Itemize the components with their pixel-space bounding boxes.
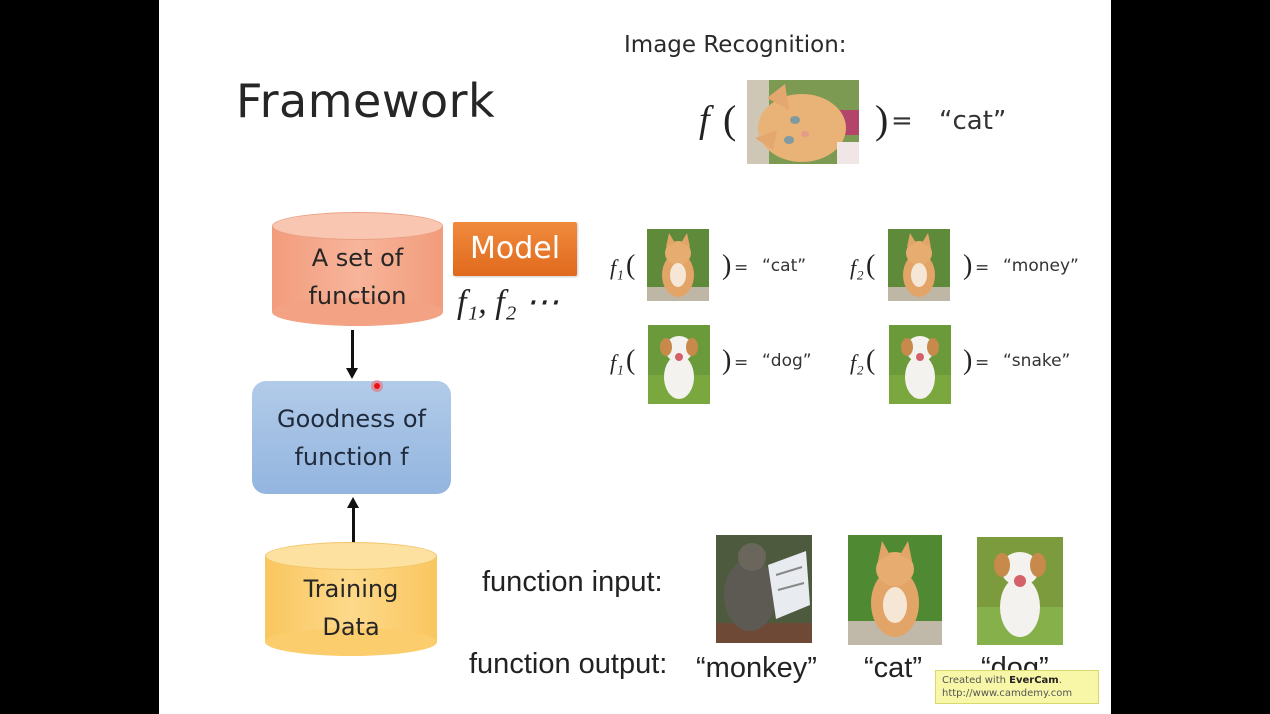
slide-title: Framework	[236, 74, 496, 128]
cursor-pointer-icon	[371, 380, 383, 392]
open-paren: (	[723, 97, 737, 142]
function-input-label: function input:	[482, 566, 663, 598]
puppy-image	[977, 537, 1063, 645]
example-output: “snake”	[1003, 351, 1071, 371]
set-of-function-cylinder: A set of function	[272, 212, 443, 326]
arrow-up-head	[347, 497, 359, 508]
puppy-image	[648, 325, 710, 404]
example-equals: =	[734, 353, 749, 373]
example-equals: =	[975, 258, 990, 278]
training-data-label-line1: Training	[303, 575, 399, 603]
puppy-image	[889, 325, 951, 404]
watermark-prefix: Created with	[942, 675, 1010, 686]
arrow-down-head	[346, 368, 358, 379]
example-open-paren: (	[626, 345, 636, 376]
model-label-box: Model	[453, 222, 577, 276]
goodness-label-line2: function f	[294, 443, 409, 471]
kitten-image	[888, 229, 950, 301]
training-output: “monkey”	[696, 652, 817, 684]
set-of-function-label-line1: A set of	[311, 244, 404, 272]
example-output: “money”	[1003, 256, 1079, 276]
example-open-paren: (	[866, 250, 876, 281]
close-paren: )	[875, 97, 889, 142]
goodness-of-function-box: Goodness of function f	[252, 381, 451, 494]
training-output: “cat”	[864, 652, 922, 684]
watermark-url[interactable]: http://www.camdemy.com	[942, 688, 1073, 699]
goodness-label-line1: Goodness of	[277, 405, 426, 433]
watermark-suffix: .	[1058, 675, 1062, 686]
slide-subtitle: Image Recognition:	[624, 32, 847, 58]
slide: Framework Image Recognition: f ( ) = “ca…	[159, 0, 1111, 714]
example-output: “dog”	[762, 351, 812, 371]
function-symbol: f	[699, 99, 710, 141]
example-function: f₁	[610, 350, 624, 375]
cat-image	[747, 80, 859, 164]
example-output: “cat”	[762, 256, 807, 276]
set-of-function-label-line2: function	[308, 282, 407, 310]
function-output-label: function output:	[469, 648, 668, 680]
example-close-paren: )	[963, 250, 973, 281]
example-close-paren: )	[722, 250, 732, 281]
example-open-paren: (	[866, 345, 876, 376]
arrow-up-icon	[352, 506, 355, 554]
training-data-cylinder: Training Data	[265, 542, 437, 656]
arrow-down-icon	[351, 330, 354, 370]
main-output: “cat”	[939, 106, 1007, 136]
example-function: f₂	[850, 350, 864, 375]
equals-sign: =	[891, 106, 913, 136]
function-list: f₁, f₂ ⋯	[457, 284, 560, 321]
kitten-image	[848, 535, 942, 645]
example-close-paren: )	[722, 345, 732, 376]
watermark-brand: EverCam	[1009, 675, 1059, 686]
watermark: Created with EverCam. http://www.camdemy…	[935, 670, 1099, 704]
training-data-label-line2: Data	[322, 613, 380, 641]
example-function: f₁	[610, 255, 624, 280]
example-open-paren: (	[626, 250, 636, 281]
kitten-image	[647, 229, 709, 301]
monkey-image	[716, 535, 812, 643]
example-equals: =	[975, 353, 990, 373]
example-equals: =	[734, 258, 749, 278]
example-close-paren: )	[963, 345, 973, 376]
example-function: f₂	[850, 255, 864, 280]
